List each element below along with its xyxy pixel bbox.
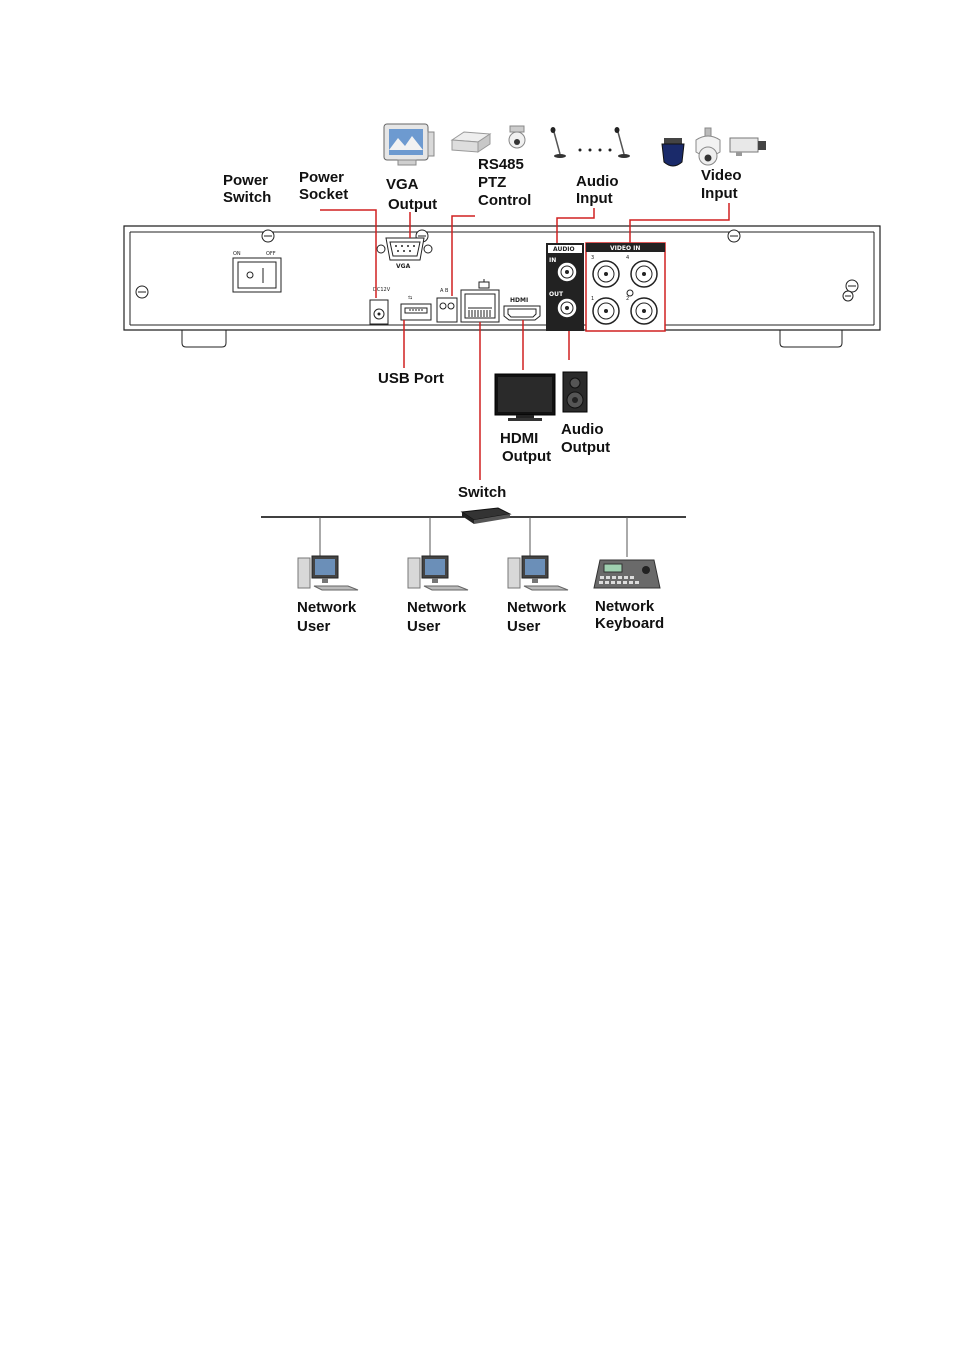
rs485-port: A B [436,288,458,323]
box-camera-icon [729,137,766,156]
label-vga-output: VGA Output [386,176,437,213]
svg-text:Socket: Socket [299,186,348,203]
svg-text:IN: IN [549,257,556,264]
svg-text:Power: Power [223,172,268,189]
svg-text:VIDEO IN: VIDEO IN [610,245,640,252]
svg-text:Input: Input [701,185,738,202]
vga-monitor-icon [383,123,435,166]
network-pc-icon [407,555,469,591]
ptz-decoder-icon [450,131,492,153]
network-pc-icon [297,555,359,591]
network-keyboard-icon [593,559,661,589]
svg-text:Audio: Audio [576,173,619,190]
svg-text:⇆: ⇆ [408,295,412,301]
svg-text:User: User [407,618,441,635]
svg-text:Video: Video [701,167,742,184]
screw-icon [135,229,859,302]
svg-text:Network: Network [297,599,357,616]
label-network-keyboard: Network Keyboard [595,598,664,632]
power-socket-port: DC12V [369,287,391,325]
usb-port: ⇆ [400,295,432,321]
vga-port: VGA [376,237,433,270]
svg-text:AUDIO: AUDIO [553,246,575,253]
label-video-input: Video Input [701,167,742,202]
label-network-user-2: Network User [407,599,467,635]
svg-text:Output: Output [502,448,551,465]
svg-text:VGA: VGA [396,263,411,270]
label-power-switch: Power Switch [223,172,271,206]
label-usb-port: USB Port [378,370,444,387]
svg-text:Keyboard: Keyboard [595,615,664,632]
hdmi-port: HDMI [503,297,541,321]
label-audio-output: Audio Output [561,421,610,456]
hdmi-tv-icon [494,373,556,421]
speaker-icon [562,371,588,413]
video-in-port-group: VIDEO IN 3 4 1 2 [585,242,666,332]
svg-text:Switch: Switch [458,484,506,501]
ptz-camera-icon [695,127,721,166]
label-network-user-3: Network User [507,599,567,635]
svg-text:User: User [507,618,541,635]
speed-dome-small-icon [508,125,526,149]
svg-text:DC12V: DC12V [373,287,391,293]
network-pc-icon [507,555,569,591]
svg-text:Switch: Switch [223,189,271,206]
microphone-icons [550,127,630,158]
label-rs485: RS485 PTZ Control [478,156,531,209]
svg-text:OFF: OFF [266,251,276,257]
svg-text:A B: A B [440,288,449,294]
svg-text:2: 2 [626,296,629,302]
svg-text:Network: Network [595,598,655,615]
svg-text:Output: Output [388,196,437,213]
svg-text:Network: Network [407,599,467,616]
svg-text:Output: Output [561,439,610,456]
svg-text:3: 3 [591,255,594,261]
svg-text:VGA: VGA [386,176,419,193]
svg-text:OUT: OUT [549,291,564,298]
label-network-user-1: Network User [297,599,357,635]
audio-port-group: AUDIO IN OUT [546,243,584,331]
svg-text:HDMI: HDMI [510,297,528,304]
label-switch: Switch [458,484,506,501]
power-switch-port: ON OFF [232,251,282,293]
svg-text:HDMI: HDMI [500,430,538,447]
svg-text:Power: Power [299,169,344,186]
label-hdmi-output: HDMI Output [500,430,551,465]
svg-text:4: 4 [626,255,629,261]
svg-text:PTZ: PTZ [478,174,506,191]
svg-text:User: User [297,618,331,635]
svg-text:RS485: RS485 [478,156,524,173]
svg-text:1: 1 [591,296,594,302]
leader-lines [320,203,730,480]
label-audio-input: Audio Input [576,173,619,207]
svg-text:Network: Network [507,599,567,616]
svg-text:Control: Control [478,192,531,209]
svg-text:USB Port: USB Port [378,370,444,387]
svg-text:Audio: Audio [561,421,604,438]
dome-camera-icon [661,138,685,167]
label-power-socket: Power Socket [299,169,348,203]
dvr-rear-panel: ON OFF VGA DC12V ⇆ [123,225,881,348]
svg-text:Input: Input [576,190,613,207]
network-switch-icon [460,507,512,524]
svg-text:ON: ON [233,251,241,257]
